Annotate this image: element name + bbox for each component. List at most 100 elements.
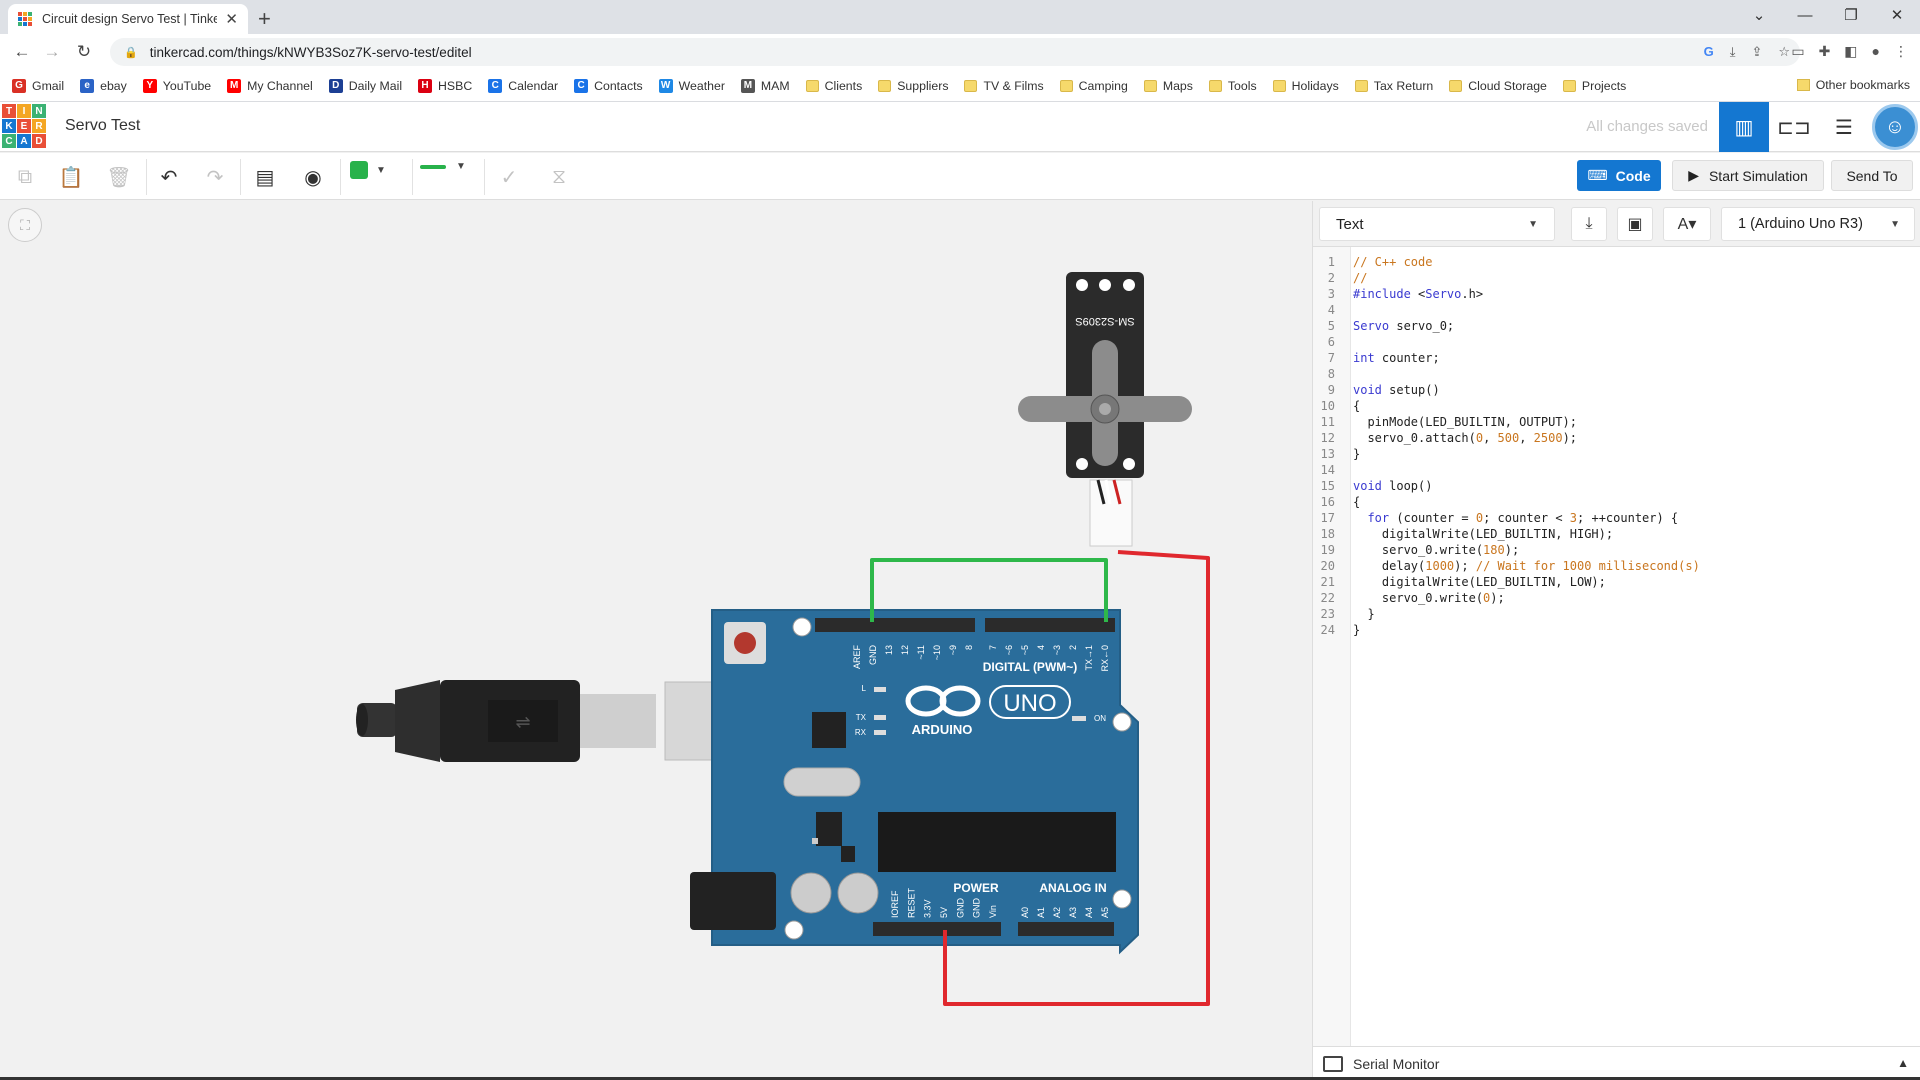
wire-color-dropdown[interactable]: ▼: [350, 161, 386, 179]
send-to-label: Send To: [1846, 167, 1898, 184]
delete-icon[interactable]: 🗑: [106, 166, 132, 189]
notes-visibility-icon[interactable]: ◉: [304, 166, 322, 189]
bookmark-maps[interactable]: Maps: [1143, 79, 1193, 93]
new-tab-button[interactable]: +: [258, 6, 271, 31]
bookmark-holidays[interactable]: Holidays: [1272, 79, 1339, 93]
flip-icon[interactable]: ⧖: [551, 165, 567, 188]
schematic-view-button[interactable]: ⊏⊐: [1769, 102, 1819, 152]
start-simulation-button[interactable]: ▶ Start Simulation: [1672, 160, 1824, 191]
minimize-button[interactable]: —: [1797, 6, 1813, 24]
redo-icon[interactable]: ↷: [206, 166, 224, 189]
code-line[interactable]: 12 servo_0.attach(0, 500, 2500);: [1313, 430, 1913, 446]
url-field[interactable]: 🔒 tinkercad.com/things/kNWYB3Soz7K-servo…: [110, 38, 1800, 66]
libraries-button[interactable]: ▣: [1617, 207, 1653, 241]
code-line[interactable]: 18 digitalWrite(LED_BUILTIN, HIGH);: [1313, 526, 1913, 542]
code-line[interactable]: 17 for (counter = 0; counter < 3; ++coun…: [1313, 510, 1913, 526]
share-icon[interactable]: ⇪: [1751, 44, 1763, 59]
send-to-button[interactable]: Send To: [1831, 160, 1913, 191]
code-line[interactable]: 11 pinMode(LED_BUILTIN, OUTPUT);: [1313, 414, 1913, 430]
circuit-view-button[interactable]: ▥: [1719, 102, 1769, 152]
undo-icon[interactable]: ↶: [160, 166, 178, 189]
notes-icon[interactable]: ▤: [255, 166, 275, 189]
code-line[interactable]: 23 }: [1313, 606, 1913, 622]
code-line[interactable]: 13}: [1313, 446, 1913, 462]
bookmark-tv-films[interactable]: TV & Films: [964, 79, 1044, 93]
usb-cable[interactable]: ⇌: [356, 680, 772, 762]
tab-search-icon[interactable]: ⌄: [1752, 7, 1766, 24]
paste-icon[interactable]: 📋: [58, 166, 84, 189]
bookmark-suppliers[interactable]: Suppliers: [878, 79, 948, 93]
circuit-canvas[interactable]: ⇌: [0, 0, 1312, 1080]
code-button[interactable]: ⌨ Code: [1577, 160, 1661, 191]
code-line[interactable]: 1// C++ code: [1313, 254, 1913, 270]
back-button[interactable]: ←: [13, 42, 31, 61]
board-select[interactable]: 1 (Arduino Uno R3) ▼: [1721, 207, 1915, 241]
serial-monitor-bar[interactable]: Serial Monitor ▲: [1313, 1046, 1920, 1080]
font-size-button[interactable]: A▾: [1663, 207, 1711, 241]
code-line[interactable]: 19 servo_0.write(180);: [1313, 542, 1913, 558]
servo-motor[interactable]: SM-S2309S: [1018, 272, 1192, 547]
arduino-uno-board[interactable]: ARDUINO UNO DIGITAL (PWM~) POWER ANALOG …: [690, 609, 1139, 955]
bookmark-cloud-storage[interactable]: Cloud Storage: [1449, 79, 1547, 93]
install-icon[interactable]: ⤓: [1729, 44, 1736, 59]
code-line[interactable]: 20 delay(1000); // Wait for 1000 millise…: [1313, 558, 1913, 574]
code-line[interactable]: 6: [1313, 334, 1913, 350]
other-bookmarks[interactable]: Other bookmarks: [1796, 78, 1910, 92]
rotate-icon[interactable]: ✓: [500, 166, 518, 189]
extensions-puzzle-icon[interactable]: ✚: [1818, 43, 1831, 59]
copy-icon[interactable]: ⧉: [17, 165, 33, 188]
close-tab-icon[interactable]: ✕: [225, 11, 238, 28]
code-line[interactable]: 22 servo_0.write(0);: [1313, 590, 1913, 606]
side-panel-icon[interactable]: ◧: [1844, 43, 1858, 59]
code-line[interactable]: 14: [1313, 462, 1913, 478]
code-line[interactable]: 2//: [1313, 270, 1913, 286]
browser-tab[interactable]: Circuit design Servo Test | Tinkercad ✕: [8, 4, 248, 34]
component-list-button[interactable]: ☰: [1819, 102, 1869, 152]
forward-button[interactable]: →: [43, 42, 61, 61]
bookmark-camping[interactable]: Camping: [1059, 79, 1128, 93]
menu-kebab-icon[interactable]: ⋮: [1894, 43, 1908, 59]
code-mode-select[interactable]: Text ▼: [1319, 207, 1555, 241]
download-code-button[interactable]: ⤓: [1571, 207, 1607, 241]
reload-button[interactable]: ↻: [76, 42, 92, 61]
code-line[interactable]: 16{: [1313, 494, 1913, 510]
code-line[interactable]: 3#include <Servo.h>: [1313, 286, 1913, 302]
code-text: digitalWrite(LED_BUILTIN, HIGH);: [1353, 527, 1614, 541]
code-line[interactable]: 24}: [1313, 622, 1913, 638]
code-line[interactable]: 10{: [1313, 398, 1913, 414]
wire-type-dropdown[interactable]: ▼: [420, 161, 466, 172]
close-window-button[interactable]: ✕: [1890, 7, 1904, 24]
restore-button[interactable]: ❐: [1844, 7, 1858, 24]
bookmark-clients[interactable]: Clients: [805, 79, 862, 93]
user-avatar[interactable]: ☺: [1872, 104, 1918, 150]
design-title[interactable]: Servo Test: [65, 117, 141, 134]
zoom-to-fit-button[interactable]: ⛶: [8, 208, 42, 242]
code-line[interactable]: 21 digitalWrite(LED_BUILTIN, LOW);: [1313, 574, 1913, 590]
bookmark-tax-return[interactable]: Tax Return: [1354, 79, 1433, 93]
code-line[interactable]: 4: [1313, 302, 1913, 318]
bookmark-tools[interactable]: Tools: [1208, 79, 1257, 93]
bookmark-star-icon[interactable]: ☆: [1778, 44, 1790, 59]
google-icon[interactable]: G: [1703, 44, 1714, 59]
wires[interactable]: [870, 550, 1210, 1006]
extension-cast-icon[interactable]: ▭: [1791, 43, 1805, 59]
bookmark-projects[interactable]: Projects: [1562, 79, 1626, 93]
code-line[interactable]: 8: [1313, 366, 1913, 382]
profile-icon[interactable]: ●: [1871, 43, 1880, 59]
